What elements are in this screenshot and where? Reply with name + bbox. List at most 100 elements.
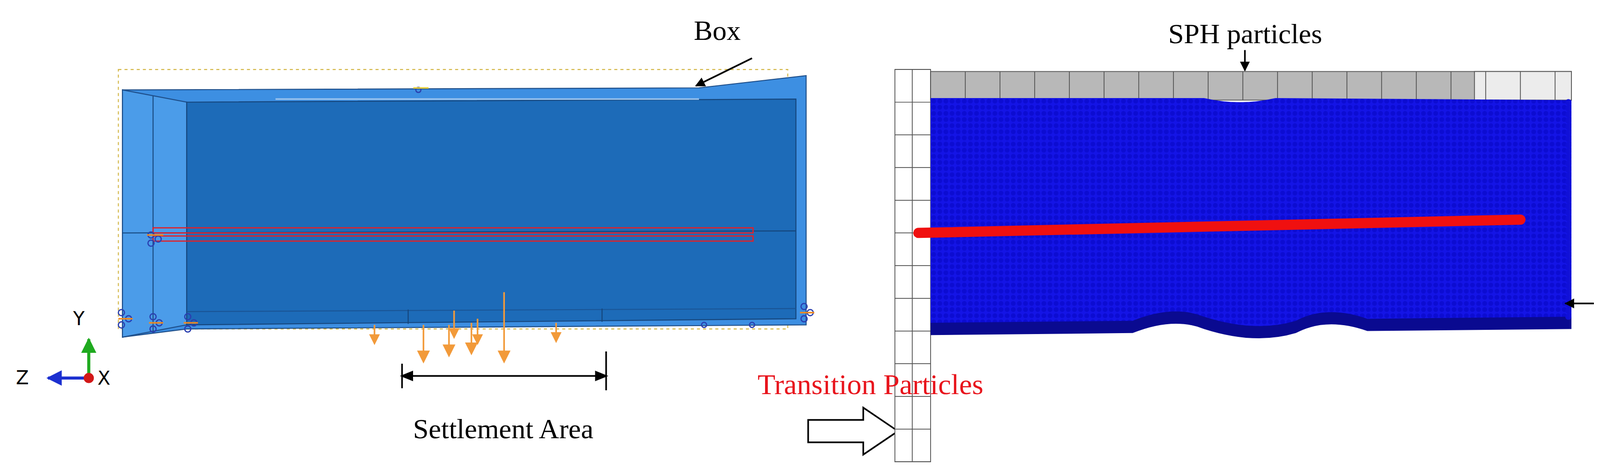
boundary-ticks bbox=[118, 87, 814, 323]
particle bbox=[1565, 172, 1572, 179]
graphic-part bbox=[150, 325, 157, 332]
mesh-top bbox=[1474, 71, 1572, 100]
mesh-line bbox=[894, 428, 931, 430]
box-face bbox=[186, 98, 796, 325]
graphic-part bbox=[453, 310, 455, 331]
edge-line bbox=[601, 308, 603, 322]
load-arrow bbox=[1565, 302, 1594, 304]
callout-label: Box bbox=[693, 15, 741, 46]
particle bbox=[1565, 264, 1572, 271]
particle bbox=[1565, 240, 1572, 247]
box-flank bbox=[122, 90, 187, 338]
hollow-arrow bbox=[808, 407, 899, 455]
particle bbox=[1565, 148, 1572, 155]
particle bbox=[1565, 221, 1572, 228]
graphic-part bbox=[47, 375, 89, 380]
sph-edge-particles bbox=[1565, 98, 1572, 320]
mesh-line bbox=[894, 68, 931, 70]
callout-label: SPH particles bbox=[1168, 18, 1323, 50]
graphic-part bbox=[701, 322, 707, 328]
axis-label: X bbox=[97, 367, 111, 389]
box-model bbox=[118, 58, 814, 391]
leader-arrow bbox=[1244, 50, 1246, 71]
mesh-line bbox=[894, 264, 931, 266]
particle bbox=[1565, 111, 1572, 118]
mesh-line bbox=[1276, 71, 1278, 100]
mesh-line bbox=[1242, 71, 1244, 100]
axis-label: Z bbox=[15, 367, 29, 388]
graphic-part bbox=[150, 313, 157, 320]
mesh-lines bbox=[894, 69, 931, 462]
mesh-line bbox=[1415, 71, 1417, 100]
sph-particles bbox=[930, 97, 1572, 328]
graphic-part bbox=[148, 240, 155, 247]
mesh-line bbox=[1068, 71, 1070, 100]
particle bbox=[1565, 252, 1572, 259]
edge-line bbox=[407, 309, 409, 324]
graphic-part bbox=[118, 317, 133, 320]
particle bbox=[1565, 154, 1572, 161]
graphic-part bbox=[552, 332, 561, 341]
mesh-line bbox=[999, 71, 1001, 100]
graphic-part bbox=[402, 371, 413, 380]
mesh-top-cells bbox=[930, 71, 1555, 100]
graphic-part bbox=[894, 69, 931, 462]
box-outer bbox=[122, 75, 806, 337]
transition-label: Transition Particles bbox=[757, 368, 984, 400]
mesh-frame bbox=[894, 69, 931, 462]
axis-triad bbox=[47, 338, 94, 384]
edge-line bbox=[152, 96, 154, 333]
particle bbox=[1565, 294, 1572, 301]
particle bbox=[1565, 196, 1572, 203]
particle bbox=[1565, 276, 1572, 283]
transition-particles bbox=[918, 219, 1521, 233]
mesh-top bbox=[930, 71, 1572, 100]
axis-label: Y bbox=[73, 307, 85, 329]
particle bbox=[1565, 117, 1572, 124]
mesh-line bbox=[894, 101, 931, 103]
mesh-line bbox=[964, 71, 966, 100]
particle bbox=[1565, 123, 1572, 130]
particle bbox=[1565, 246, 1572, 253]
mesh-line bbox=[894, 134, 931, 136]
mesh-line bbox=[1138, 71, 1140, 100]
mesh-line bbox=[1311, 71, 1313, 100]
particle bbox=[1565, 135, 1572, 143]
particle bbox=[1565, 270, 1572, 277]
particle bbox=[1565, 202, 1572, 210]
mesh-line bbox=[1346, 71, 1348, 100]
mesh-line bbox=[1381, 71, 1383, 100]
particle bbox=[1565, 160, 1572, 167]
particle bbox=[1565, 190, 1572, 197]
leader-arrow bbox=[695, 58, 752, 86]
mesh-line bbox=[1103, 71, 1105, 100]
mesh-line bbox=[894, 297, 931, 299]
mesh-line bbox=[1450, 71, 1452, 100]
graphic-part bbox=[503, 292, 505, 354]
particle bbox=[1565, 166, 1572, 173]
edge-line bbox=[275, 98, 699, 100]
graphic-part bbox=[183, 321, 198, 324]
graphic-part bbox=[118, 309, 125, 316]
particle bbox=[1565, 184, 1572, 191]
particle bbox=[1565, 98, 1572, 106]
graphic-part bbox=[466, 343, 477, 354]
mesh-line bbox=[1554, 71, 1556, 100]
transition-rod bbox=[152, 235, 753, 241]
mesh-line bbox=[1172, 71, 1174, 100]
particle bbox=[1565, 178, 1572, 185]
mesh-line bbox=[930, 71, 932, 100]
particle bbox=[1565, 209, 1572, 216]
particle bbox=[1565, 313, 1572, 320]
particle bbox=[1565, 105, 1572, 112]
graphic-part bbox=[450, 328, 459, 337]
graphic-part bbox=[470, 322, 473, 346]
graphic-part bbox=[605, 351, 607, 391]
particle bbox=[1565, 142, 1572, 149]
graphic-part bbox=[155, 235, 162, 242]
graphic-part bbox=[443, 345, 455, 356]
graphic-part bbox=[146, 233, 164, 236]
graphic-part bbox=[405, 375, 603, 377]
mesh-line bbox=[894, 166, 931, 168]
